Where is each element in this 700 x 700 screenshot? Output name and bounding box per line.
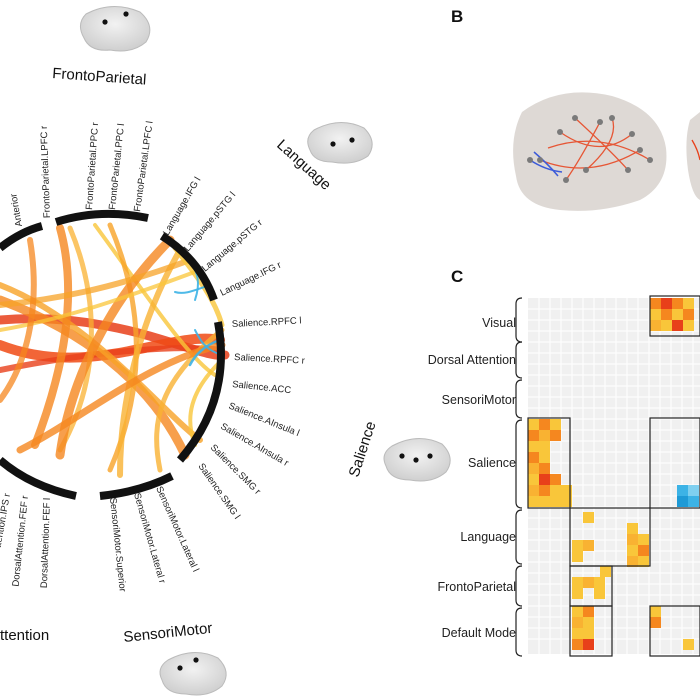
row-label-language: Language bbox=[460, 530, 516, 544]
chord-link bbox=[57, 225, 94, 453]
panel-letter-b: B bbox=[451, 7, 463, 26]
chord-link bbox=[188, 338, 222, 367]
chord-link bbox=[0, 268, 202, 332]
network-label-sensorimotor: SensoriMotor bbox=[123, 620, 213, 646]
network-label-salience: Salience bbox=[346, 419, 380, 479]
segment-visual bbox=[0, 222, 44, 252]
matrix-cells bbox=[528, 298, 699, 650]
matrix-grid bbox=[527, 295, 700, 657]
segment-salience bbox=[176, 321, 225, 463]
row-label-salience: Salience bbox=[468, 456, 516, 470]
roi-label: ttention.IPS r bbox=[0, 493, 13, 549]
matrix-row-brackets bbox=[515, 297, 523, 657]
roi-label: Anterior bbox=[8, 193, 25, 228]
brain-icon bbox=[159, 652, 227, 696]
row-label-dorsal-attention: Dorsal Attention bbox=[428, 353, 516, 367]
chord-link bbox=[0, 257, 193, 308]
glass-brain-sagittal bbox=[513, 92, 667, 211]
roi-label: FrontoParietal.LPFC r bbox=[39, 126, 53, 219]
row-label-frontoparietal: FrontoParietal bbox=[437, 580, 516, 594]
panel-letter-c: C bbox=[451, 267, 463, 286]
chord-link bbox=[16, 341, 226, 454]
roi-label: DorsalAttention.FEF l bbox=[39, 498, 53, 589]
row-label-sensorimotor: SensoriMotor bbox=[442, 393, 516, 407]
segment-dorsalattention bbox=[0, 456, 77, 500]
chord-link bbox=[0, 237, 37, 403]
segment-language bbox=[159, 232, 218, 302]
ring-segments bbox=[0, 209, 225, 500]
roi-label: FrontoParietal.PPC l bbox=[107, 123, 127, 210]
matrix-row-labels: Visual Dorsal Attention SensoriMotor Sal… bbox=[428, 316, 516, 640]
row-label-visual: Visual bbox=[482, 316, 516, 330]
segment-frontoparietal bbox=[54, 209, 149, 226]
circos-diagram: FrontoParietal.PPC r FrontoParietal.PPC … bbox=[0, 6, 451, 696]
roi-label: FrontoParietal.PPC r bbox=[84, 122, 101, 210]
chord-link bbox=[93, 223, 217, 377]
network-label-frontoparietal: FrontoParietal bbox=[52, 65, 147, 89]
roi-label: SensoriMotor.Superior bbox=[107, 497, 128, 592]
segment-sensorimotor bbox=[99, 472, 174, 500]
row-label-default-mode: Default Mode bbox=[442, 626, 516, 640]
glass-brain-axial bbox=[686, 112, 700, 200]
roi-label: Salience.RPFC l bbox=[232, 315, 302, 330]
brain-icon bbox=[307, 122, 373, 164]
roi-label: Language.IFG r bbox=[218, 260, 283, 299]
chord-link bbox=[31, 224, 73, 449]
brain-icon bbox=[383, 438, 451, 482]
brain-icon bbox=[80, 6, 151, 52]
roi-label: Salience.ACC bbox=[232, 379, 292, 396]
roi-label: FrontoParietal.LPFC l bbox=[132, 120, 156, 212]
roi-label: Salience.RPFC r bbox=[234, 352, 305, 367]
chord-link bbox=[117, 247, 183, 478]
roi-label: DorsalAttention.FEF r bbox=[10, 495, 30, 587]
network-label-dorsalattention: ttention bbox=[0, 627, 49, 644]
